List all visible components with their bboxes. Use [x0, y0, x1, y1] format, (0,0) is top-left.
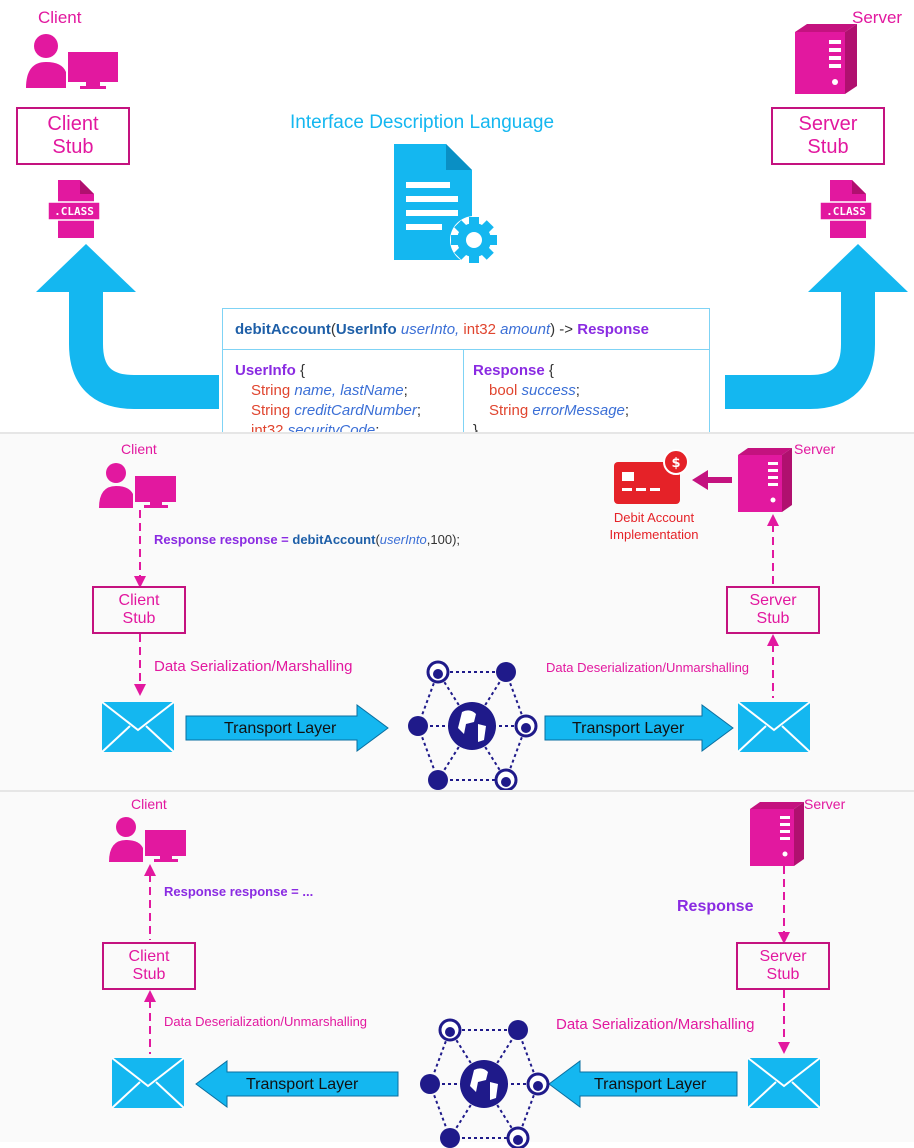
- transport-arrow-right: [544, 704, 734, 752]
- deserialization-label: Data Deserialization/Unmarshalling: [546, 660, 750, 675]
- client-stub-box: Client Stub: [16, 107, 130, 165]
- client-stub-box: Client Stub: [92, 586, 186, 634]
- code-line: String creditCardNumber;: [251, 402, 422, 419]
- code-line: String errorMessage;: [489, 402, 630, 419]
- server-label: Server: [804, 796, 846, 812]
- credit-card-icon: $: [614, 449, 689, 504]
- deserialization-label: Data Deserialization/Unmarshalling: [164, 1014, 368, 1029]
- response-struct: Response { bool success; String errorMes…: [473, 362, 630, 439]
- envelope-icon: [101, 701, 175, 753]
- idl-title: Interface Description Language: [290, 112, 555, 133]
- server-stub-box: Server Stub: [736, 942, 830, 990]
- impl-arrow: [692, 470, 732, 490]
- curved-arrow-right: [725, 244, 908, 409]
- dashed-arrow-up: [767, 634, 779, 698]
- server-tower-icon: [750, 802, 804, 866]
- panel-divider: [0, 432, 914, 434]
- dashed-arrow-up: [144, 990, 156, 1054]
- response-panel: Client Server Response response = ... Re…: [0, 792, 914, 1148]
- impl-label: Debit Account Implementation: [609, 510, 699, 542]
- response-call: Response response = ...: [164, 884, 314, 899]
- transport-arrow-left: [548, 1060, 738, 1108]
- request-panel: Client Server $ Debit Account Implementa…: [0, 434, 914, 792]
- code-column-divider: [463, 349, 464, 469]
- transport-layer-label: Transport Layer: [572, 720, 685, 737]
- client-stub-box: Client Stub: [102, 942, 196, 990]
- code-line: bool success;: [489, 382, 580, 399]
- server-tower-icon: [795, 24, 857, 94]
- userinfo-struct: UserInfo { String name, lastName; String…: [235, 362, 422, 439]
- code-divider: [223, 349, 709, 350]
- server-label: Server: [852, 8, 903, 27]
- document-gear-icon: [394, 144, 498, 264]
- response-label: Response: [677, 898, 754, 915]
- network-globe-icon: [408, 660, 538, 792]
- idl-panel: Client Server Client Stub Server Stub .C…: [0, 0, 914, 469]
- class-file-icon-right: .CLASS: [819, 180, 873, 238]
- dashed-arrow-up: [144, 864, 156, 940]
- call-statement: Response response = debitAccount(userInt…: [154, 532, 461, 547]
- dollar-badge: $: [671, 456, 680, 471]
- server-tower-icon: [738, 448, 792, 512]
- dashed-arrow-up: [767, 514, 779, 588]
- code-line: }: [473, 422, 479, 439]
- client-computer-icon: [99, 463, 176, 508]
- server-label: Server: [794, 441, 836, 457]
- transport-arrow-right: [185, 704, 389, 752]
- network-globe-icon: [420, 1018, 550, 1148]
- dashed-arrow-down: [778, 866, 790, 944]
- client-computer-icon: [109, 817, 186, 862]
- dashed-arrow-down: [134, 634, 146, 696]
- class-file-icon: .CLASS: [47, 180, 101, 238]
- server-stub-box: Server Stub: [771, 107, 885, 165]
- dashed-arrow-down: [134, 510, 146, 588]
- transport-layer-label: Transport Layer: [224, 720, 337, 737]
- client-label: Client: [38, 8, 82, 27]
- code-line: String name, lastName;: [251, 382, 408, 399]
- curved-arrow-left: [36, 244, 219, 409]
- envelope-icon: [737, 701, 811, 753]
- envelope-icon: [747, 1057, 821, 1109]
- client-label: Client: [131, 796, 167, 812]
- panel-divider: [0, 790, 914, 792]
- serialization-label: Data Serialization/Marshalling: [556, 1016, 755, 1033]
- class-icon-text: .CLASS: [54, 205, 94, 218]
- client-label: Client: [121, 441, 157, 457]
- function-signature: debitAccount(UserInfo userInto, int32 am…: [235, 321, 649, 338]
- class-icon-text-right: .CLASS: [826, 205, 866, 218]
- server-stub-box: Server Stub: [726, 586, 820, 634]
- transport-layer-label: Transport Layer: [246, 1076, 359, 1093]
- transport-layer-label: Transport Layer: [594, 1076, 707, 1093]
- serialization-label: Data Serialization/Marshalling: [154, 658, 353, 675]
- dashed-arrow-down: [778, 990, 790, 1054]
- transport-arrow-left: [195, 1060, 399, 1108]
- envelope-icon: [111, 1057, 185, 1109]
- client-computer-icon: [26, 34, 118, 89]
